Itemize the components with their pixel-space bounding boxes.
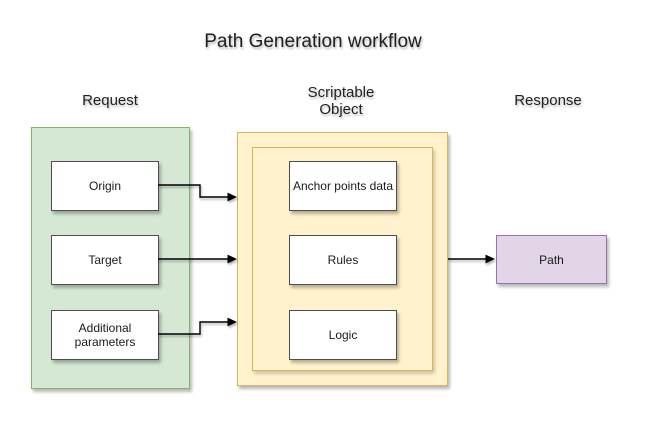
node-rules: Rules	[289, 235, 397, 285]
node-rules-label: Rules	[327, 253, 359, 267]
node-additional-parameters: Additional parameters	[51, 310, 159, 360]
request-group-container: Origin Target Additional parameters	[31, 127, 190, 389]
node-anchor-points-data-label: Anchor points data	[292, 179, 394, 193]
node-path-label: Path	[539, 252, 564, 267]
node-origin-label: Origin	[88, 179, 121, 193]
column-label-response: Response	[514, 92, 582, 109]
node-additional-parameters-label: Additional parameters	[74, 321, 136, 349]
node-logic-label: Logic	[328, 328, 358, 342]
column-label-scriptable-object: Scriptable Object	[307, 84, 375, 118]
node-target: Target	[51, 235, 159, 285]
node-origin: Origin	[51, 161, 159, 211]
node-target-label: Target	[88, 253, 122, 267]
node-logic: Logic	[289, 310, 397, 360]
connector-scriptable-object-to-path	[448, 254, 495, 264]
diagram-title: Path Generation workflow	[204, 31, 422, 52]
column-label-request: Request	[82, 92, 138, 109]
scriptable-object-group-container: Anchor points data Rules Logic	[237, 132, 448, 386]
node-anchor-points-data: Anchor points data	[289, 161, 397, 211]
node-path: Path	[496, 235, 607, 284]
